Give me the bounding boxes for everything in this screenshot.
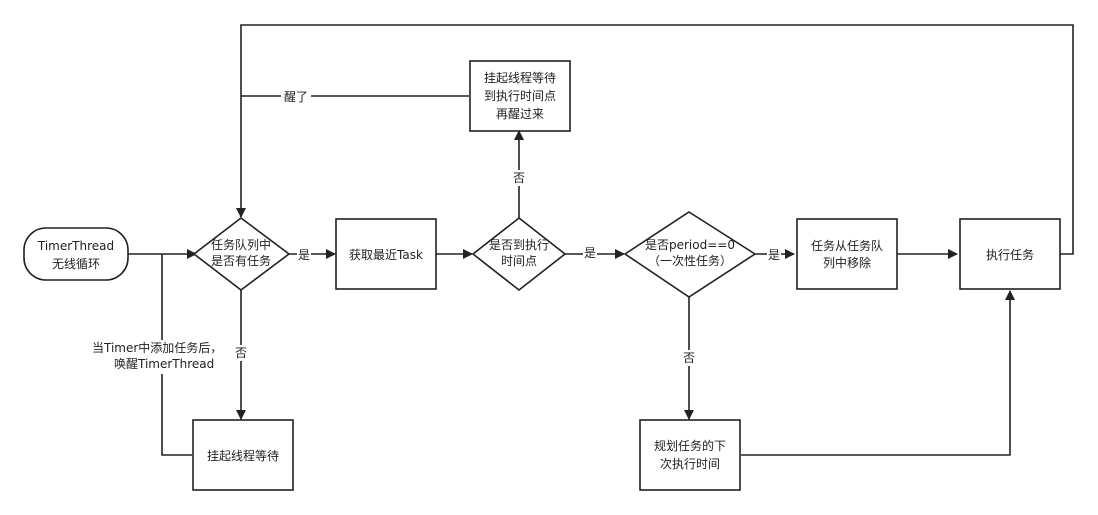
label-time-no: 否 [511,170,527,186]
node-start-line1: TimerThread [37,239,114,253]
label-queue-yes: 是 [297,246,311,262]
label-add-task: 当Timer中添加任务后， 唤醒TimerThread [90,340,232,374]
node-check-period-line2: （一次性任务） [648,253,732,268]
node-wait-until-line2: 到执行时间点 [484,89,556,103]
label-period-no: 否 [681,350,697,366]
label-add-task-line2: 唤醒TimerThread [114,357,214,371]
node-plan-next: 规划任务的下 次执行时间 [639,419,741,491]
node-check-queue: 任务队列中 是否有任务 [192,216,291,292]
label-period-yes: 是 [767,246,781,262]
node-check-time-line1: 是否到执行 [489,238,549,252]
svg-text:是: 是 [584,246,596,260]
node-get-task-line1: 获取最近Task [349,248,423,262]
edge-plan-to-execute [741,290,1015,456]
node-check-queue-line1: 任务队列中 [211,237,271,252]
node-start-line2: 无线循环 [52,257,100,271]
node-plan-next-line1: 规划任务的下 [654,438,726,453]
node-execute-line1: 执行任务 [986,247,1034,262]
node-check-period-line1: 是否period==0 [645,238,735,252]
label-time-yes: 是 [583,245,597,261]
svg-text:否: 否 [513,171,525,185]
node-check-time: 是否到执行 时间点 [471,216,567,292]
node-wait: 挂起线程等待 [192,419,294,491]
svg-text:否: 否 [683,351,695,365]
node-remove-task: 任务从任务队 列中移除 [796,218,898,290]
node-check-queue-line2: 是否有任务 [211,253,271,268]
svg-text:是: 是 [768,248,780,262]
node-get-task: 获取最近Task [335,218,437,290]
node-check-time-line2: 时间点 [501,254,537,268]
node-wait-line1: 挂起线程等待 [207,448,279,463]
node-wait-until-line3: 再醒过来 [496,107,544,121]
node-wait-until-line1: 挂起线程等待 [484,70,556,85]
node-remove-task-line2: 列中移除 [823,255,871,270]
svg-text:是: 是 [298,248,310,262]
edge-add-task [161,254,192,456]
label-queue-no: 否 [233,345,249,361]
svg-text:醒了: 醒了 [284,90,308,104]
node-execute: 执行任务 [959,218,1061,290]
node-start: TimerThread 无线循环 [23,227,129,281]
node-remove-task-line1: 任务从任务队 [811,238,883,253]
label-add-task-line1: 当Timer中添加任务后， [92,340,222,355]
label-woke: 醒了 [281,88,311,104]
node-check-period: 是否period==0 （一次性任务） [623,211,757,298]
svg-text:否: 否 [235,346,247,360]
edge-loop-back [236,24,1074,255]
node-plan-next-line2: 次执行时间 [660,457,720,471]
node-wait-until: 挂起线程等待 到执行时间点 再醒过来 [469,60,571,132]
